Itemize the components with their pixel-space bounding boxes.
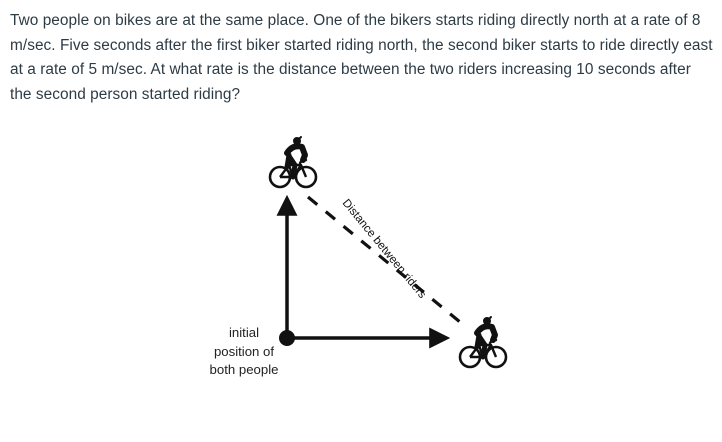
origin-caption-line: initial	[228, 325, 260, 340]
distance-label: Distance between riders	[340, 197, 429, 301]
distance-dashed-line	[306, 195, 462, 324]
origin-caption-line: both people	[209, 362, 279, 377]
cyclist-east-icon	[460, 317, 506, 367]
problem-text: Two people on bikes are at the same plac…	[10, 12, 713, 103]
origin-dot	[279, 330, 295, 346]
origin-caption: initial position of both people	[198, 324, 290, 380]
cyclist-north-icon	[270, 137, 316, 187]
origin-caption-line: position of	[213, 343, 275, 359]
